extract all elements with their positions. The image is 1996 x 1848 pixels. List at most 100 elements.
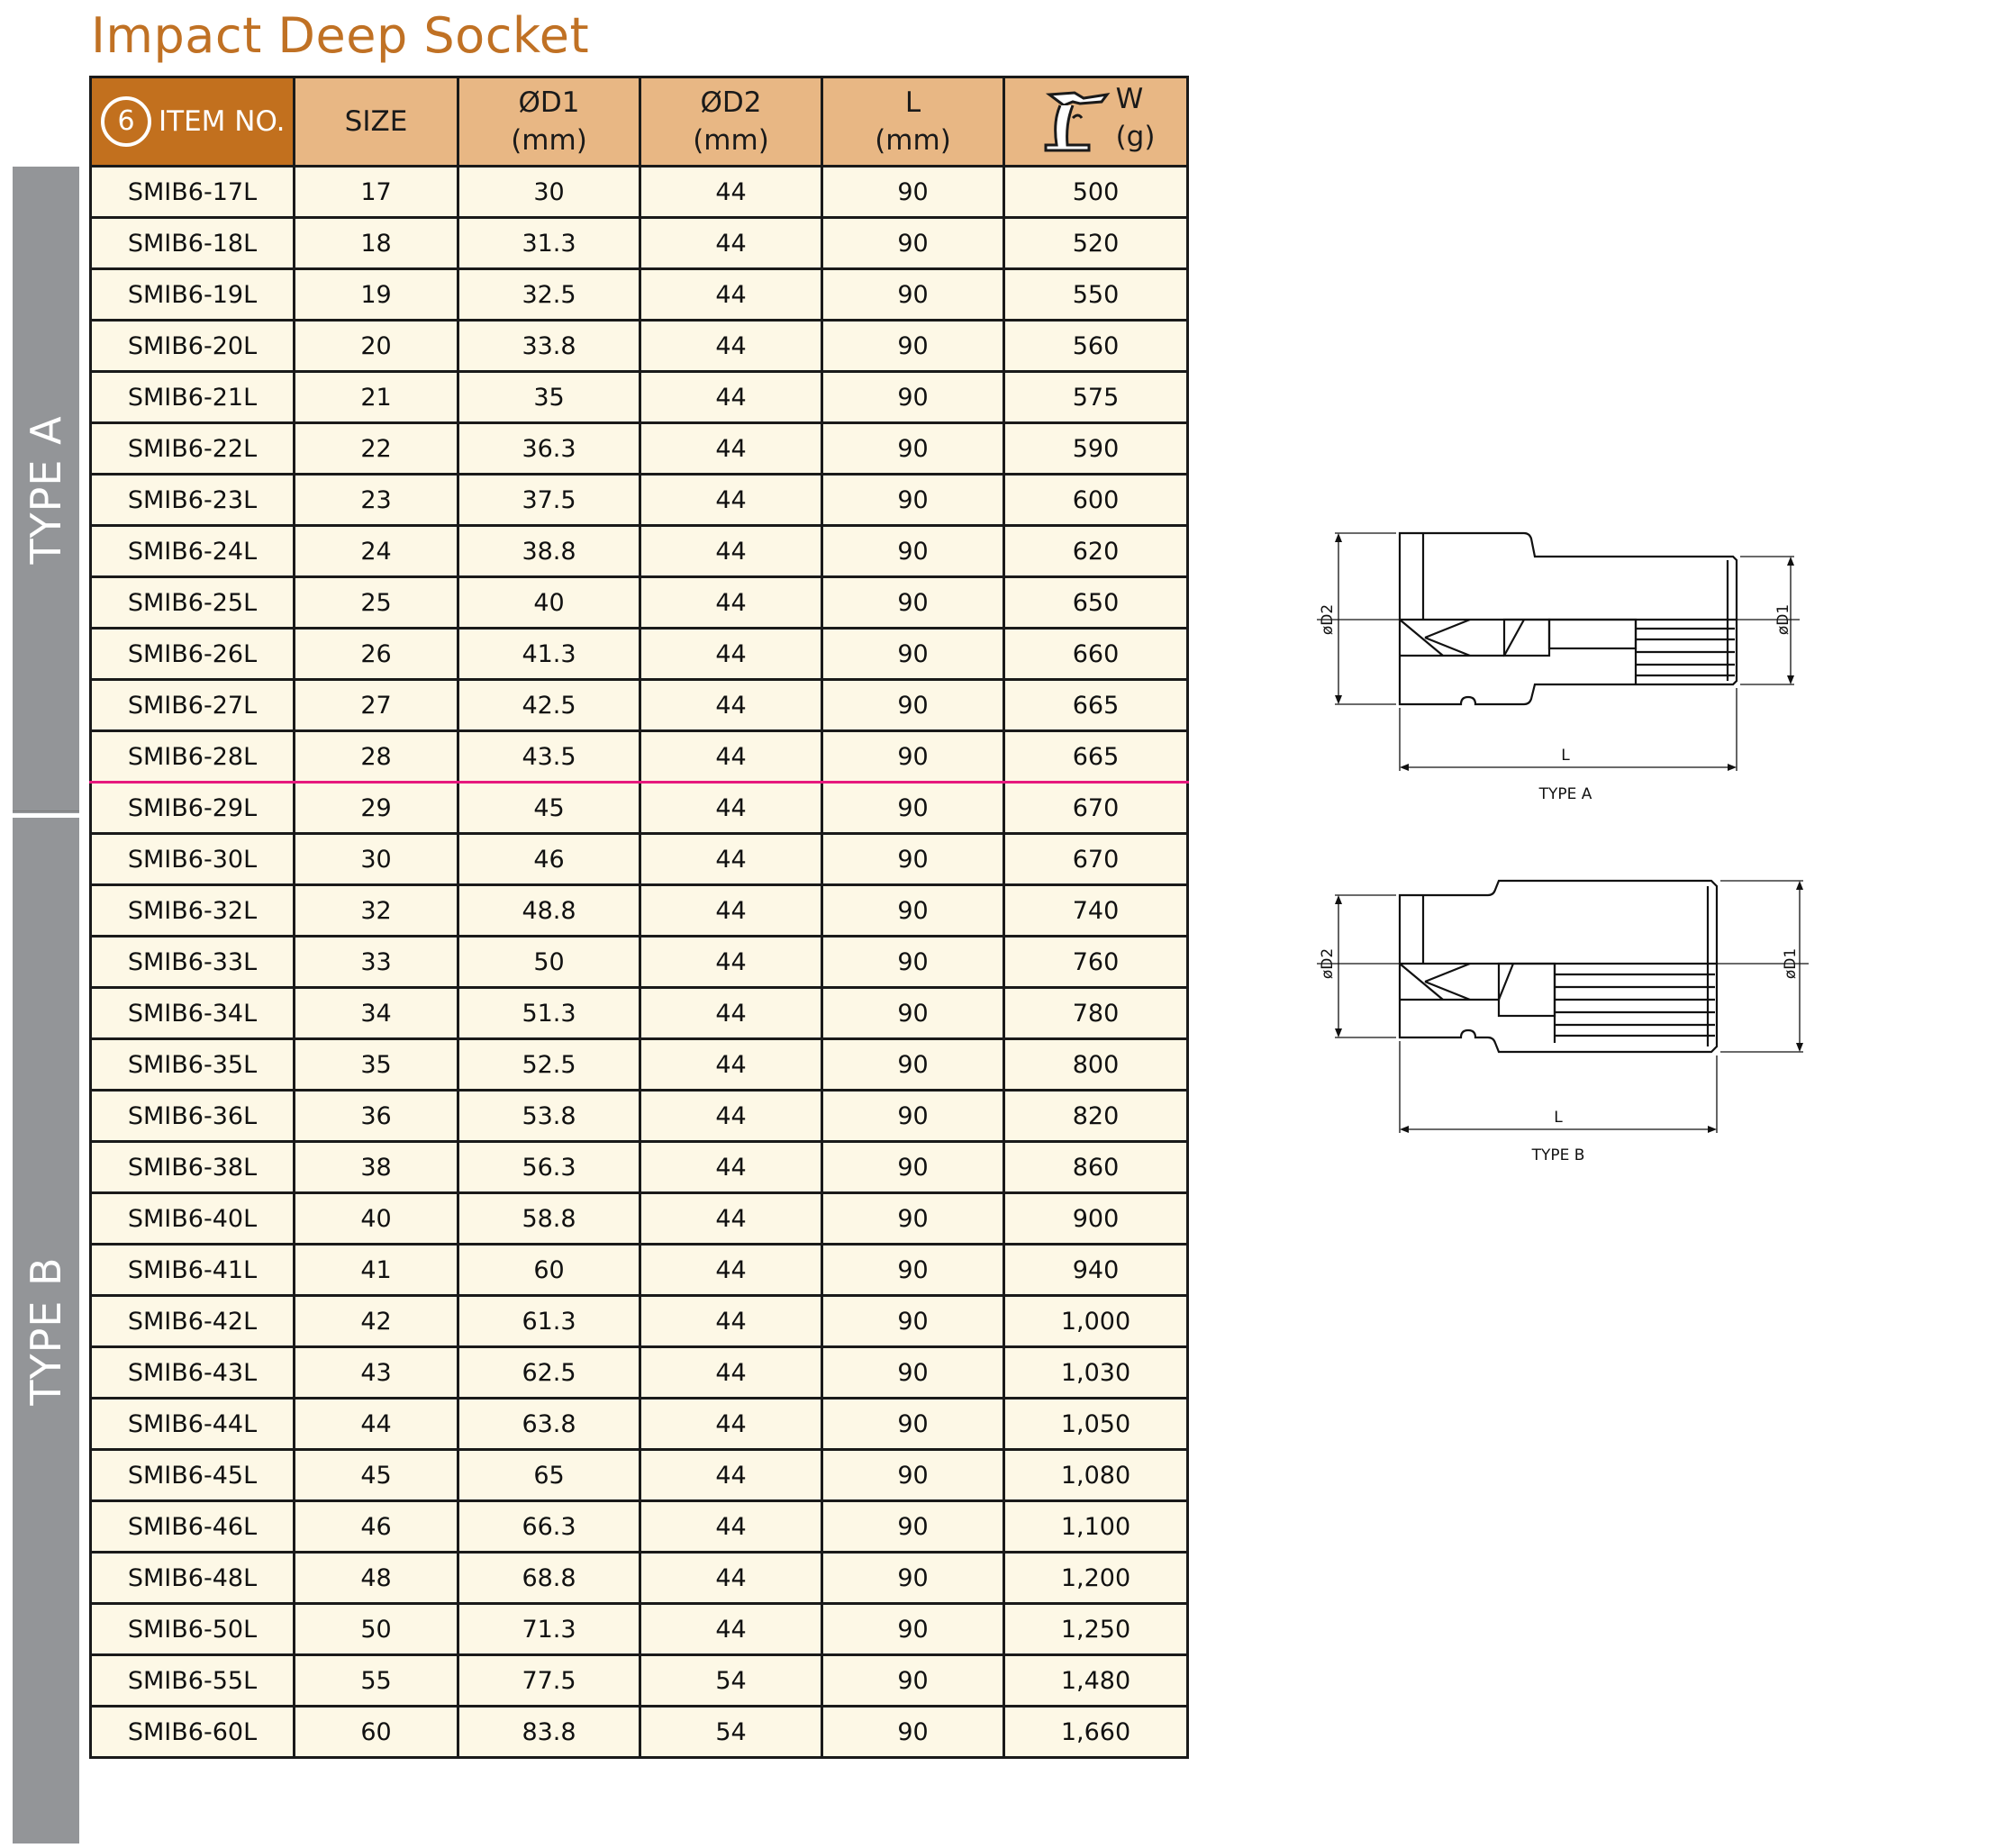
- cell-d1: 50: [457, 935, 641, 989]
- cell-item-no: SMIB6-60L: [89, 1705, 295, 1759]
- cell-l: 90: [821, 1499, 1005, 1554]
- type-b-caption: TYPE B: [1531, 1146, 1585, 1164]
- cell-item-no: SMIB6-38L: [89, 1140, 295, 1194]
- type-b-d1-label: øD1: [1782, 948, 1800, 979]
- type-a-label: TYPE A: [22, 415, 70, 565]
- cell-size: 30: [293, 832, 459, 886]
- cell-l: 90: [821, 678, 1005, 732]
- cell-w: 670: [1003, 781, 1189, 835]
- cell-item-no: SMIB6-45L: [89, 1448, 295, 1502]
- cell-d2: 44: [639, 1140, 823, 1194]
- type-b-label: TYPE B: [22, 1255, 70, 1406]
- cell-d1: 56.3: [457, 1140, 641, 1194]
- cell-w: 600: [1003, 473, 1189, 527]
- cell-d1: 38.8: [457, 524, 641, 578]
- cell-d2: 44: [639, 1499, 823, 1554]
- cell-w: 650: [1003, 575, 1189, 630]
- cell-l: 90: [821, 165, 1005, 219]
- header-size: SIZE: [293, 76, 459, 168]
- cell-item-no: SMIB6-27L: [89, 678, 295, 732]
- cell-l: 90: [821, 575, 1005, 630]
- type-a-diagram: øD2 øD1 L TYPE A: [1290, 521, 1821, 809]
- cell-d1: 41.3: [457, 627, 641, 681]
- cell-w: 1,030: [1003, 1345, 1189, 1400]
- cell-d1: 32.5: [457, 267, 641, 322]
- cell-size: 44: [293, 1397, 459, 1451]
- cell-size: 55: [293, 1653, 459, 1708]
- cell-size: 19: [293, 267, 459, 322]
- cell-item-no: SMIB6-41L: [89, 1243, 295, 1297]
- cell-d2: 44: [639, 986, 823, 1040]
- cell-w: 860: [1003, 1140, 1189, 1194]
- cell-d2: 44: [639, 165, 823, 219]
- cell-item-no: SMIB6-34L: [89, 986, 295, 1040]
- cell-item-no: SMIB6-21L: [89, 370, 295, 424]
- header-item-no-label: ITEM NO.: [159, 105, 286, 138]
- cell-d2: 44: [639, 1397, 823, 1451]
- cell-w: 1,100: [1003, 1499, 1189, 1554]
- type-b-tab: TYPE B: [13, 818, 79, 1843]
- cell-item-no: SMIB6-28L: [89, 729, 295, 784]
- cell-w: 1,050: [1003, 1397, 1189, 1451]
- cell-w: 575: [1003, 370, 1189, 424]
- cell-d2: 44: [639, 627, 823, 681]
- cell-l: 90: [821, 1243, 1005, 1297]
- cell-d1: 42.5: [457, 678, 641, 732]
- cell-size: 27: [293, 678, 459, 732]
- cell-size: 35: [293, 1037, 459, 1092]
- cell-w: 550: [1003, 267, 1189, 322]
- cell-l: 90: [821, 832, 1005, 886]
- cell-size: 25: [293, 575, 459, 630]
- cell-l: 90: [821, 1037, 1005, 1092]
- cell-d2: 44: [639, 781, 823, 835]
- cell-item-no: SMIB6-42L: [89, 1294, 295, 1348]
- cell-w: 500: [1003, 165, 1189, 219]
- cell-d1: 46: [457, 832, 641, 886]
- cell-item-no: SMIB6-18L: [89, 216, 295, 270]
- cell-item-no: SMIB6-46L: [89, 1499, 295, 1554]
- cell-d1: 65: [457, 1448, 641, 1502]
- header-l-unit: (mm): [875, 124, 951, 157]
- cell-w: 900: [1003, 1191, 1189, 1246]
- cell-w: 590: [1003, 421, 1189, 476]
- cell-d2: 44: [639, 524, 823, 578]
- cell-w: 780: [1003, 986, 1189, 1040]
- type-b-socket-drawing: øD2 øD1 L TYPE B: [1317, 879, 1809, 1164]
- cell-w: 1,200: [1003, 1551, 1189, 1605]
- type-a-l-label: L: [1561, 747, 1570, 765]
- cell-l: 90: [821, 1191, 1005, 1246]
- cell-d2: 44: [639, 1191, 823, 1246]
- cell-size: 50: [293, 1602, 459, 1656]
- cell-w: 1,080: [1003, 1448, 1189, 1502]
- cell-d2: 54: [639, 1653, 823, 1708]
- cell-d1: 61.3: [457, 1294, 641, 1348]
- cell-l: 90: [821, 1602, 1005, 1656]
- type-b-d2-label: øD2: [1319, 948, 1337, 979]
- cell-w: 1,000: [1003, 1294, 1189, 1348]
- cell-size: 42: [293, 1294, 459, 1348]
- cell-size: 18: [293, 216, 459, 270]
- cell-l: 90: [821, 216, 1005, 270]
- cell-size: 22: [293, 421, 459, 476]
- cell-d2: 44: [639, 473, 823, 527]
- cell-l: 90: [821, 883, 1005, 938]
- cell-d1: 58.8: [457, 1191, 641, 1246]
- cell-w: 800: [1003, 1037, 1189, 1092]
- header-l: L (mm): [821, 76, 1005, 168]
- cell-size: 33: [293, 935, 459, 989]
- header-d1-label: ØD1: [518, 86, 580, 119]
- header-w-label: W: [1115, 82, 1144, 115]
